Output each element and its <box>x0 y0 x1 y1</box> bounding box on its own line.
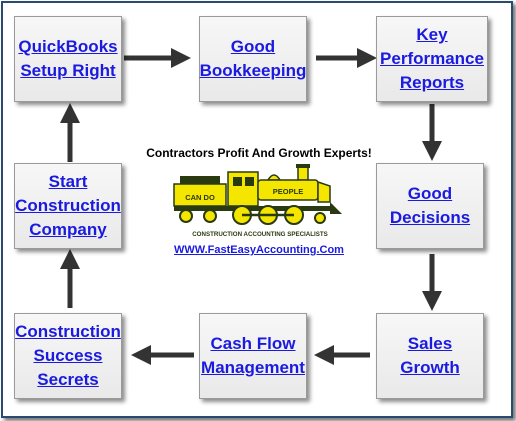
train-logo: CAN DO PEOPLE CONSTRUCTION ACCOUNTING SP… <box>173 164 342 238</box>
logo-left-text: CAN DO <box>185 193 215 202</box>
logo-bottom-text: CONSTRUCTION ACCOUNTING SPECIALISTS <box>192 231 328 238</box>
logo-right-text: PEOPLE <box>273 187 303 196</box>
tagline: Contractors Profit And Growth Experts! <box>146 146 372 160</box>
website-link[interactable]: WWW.FastEasyAccounting.Com <box>174 244 344 256</box>
